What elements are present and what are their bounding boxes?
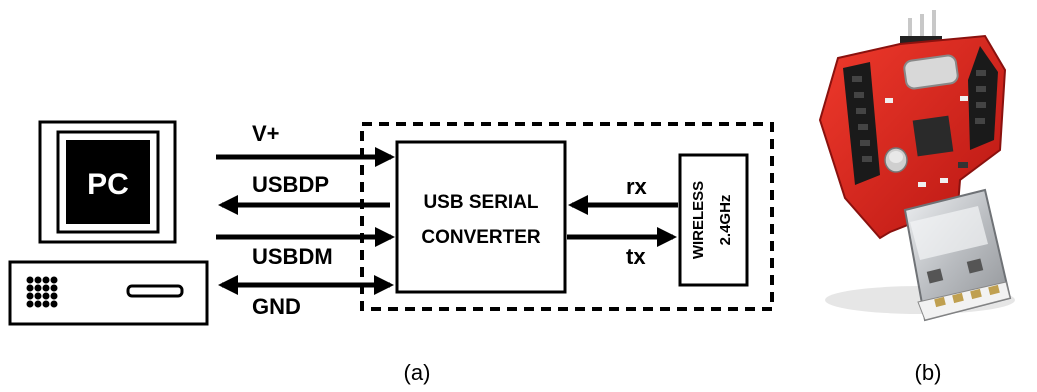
caption-b: (b) <box>915 360 942 385</box>
right-header-icon <box>968 46 998 150</box>
wireless-label-line2: 2.4GHz <box>717 195 734 246</box>
usbdp-line: USBDP <box>218 172 390 215</box>
rx-label: rx <box>626 174 648 199</box>
tx-label: tx <box>626 244 646 269</box>
pc-monitor-icon: PC <box>38 120 177 244</box>
vplus-label: V+ <box>252 121 280 146</box>
left-header-icon <box>843 62 880 185</box>
usbdm-line: USBDM <box>216 227 395 269</box>
capacitor-icon <box>884 147 908 173</box>
vplus-line: V+ <box>216 121 395 167</box>
wireless-label-line1: WIRELESS <box>690 181 707 259</box>
pc-base-unit-icon <box>8 260 209 326</box>
rx-line: rx <box>568 174 678 215</box>
caption-a: (a) <box>404 360 431 385</box>
device-photo: (b) <box>818 10 1015 385</box>
device-enclosure <box>360 122 774 311</box>
speaker-grille-icon <box>26 276 58 308</box>
usbdm-label: USBDM <box>252 244 333 269</box>
ic-chip-icon <box>912 115 954 157</box>
smd-components <box>885 96 968 187</box>
gnd-label: GND <box>252 294 301 319</box>
tx-line: tx <box>567 227 677 269</box>
pc-label: PC <box>87 168 129 201</box>
gnd-line: GND <box>218 275 394 319</box>
converter-label-line2: CONVERTER <box>421 227 541 248</box>
wireless-module-block <box>678 153 749 287</box>
block-diagram: PC USB SERIAL CONVERTER WIRELESS 2.4GHz … <box>8 120 774 385</box>
usbdp-label: USBDP <box>252 172 329 197</box>
usb-serial-converter-block <box>395 140 567 294</box>
crystal-icon <box>903 54 959 90</box>
drive-slot-icon <box>126 284 184 298</box>
converter-label-line1: USB SERIAL <box>423 192 538 213</box>
usb-plug-icon <box>903 188 1012 322</box>
